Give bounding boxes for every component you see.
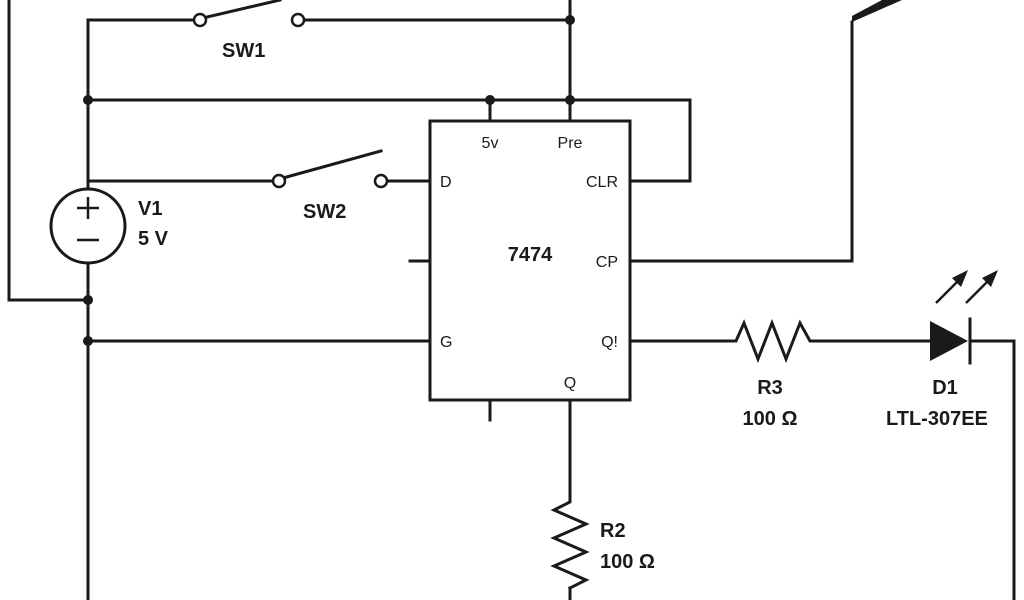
resistor-r2: R2 100 Ω xyxy=(550,492,655,591)
led-arrowhead-icon xyxy=(982,270,998,287)
resistor-r3-ref: R3 xyxy=(757,377,783,399)
wire-cp-corner xyxy=(852,0,902,22)
switch-sw2-lever xyxy=(281,149,383,180)
ic-pin-pre: Pre xyxy=(558,135,583,152)
junctions xyxy=(83,15,575,346)
resistor-r3-symbol xyxy=(720,318,820,364)
ic-7474: 7474 5v Pre D CLR CP G Q! Q xyxy=(428,119,632,402)
ic-part-number: 7474 xyxy=(508,244,553,266)
wires xyxy=(7,0,1016,600)
junction-dot xyxy=(485,95,495,105)
switch-sw1-contact-left xyxy=(192,12,208,28)
junction-dot xyxy=(83,336,93,346)
switch-sw2-label: SW2 xyxy=(303,201,346,223)
switch-sw2-contact-left xyxy=(271,173,287,189)
led-triangle xyxy=(930,321,968,361)
switch-sw2-contact-right xyxy=(373,173,389,189)
voltage-source-value: 5 V xyxy=(138,228,169,250)
ic-pin-qbar: Q! xyxy=(601,334,618,351)
junction-dot xyxy=(83,95,93,105)
resistor-r2-value: 100 Ω xyxy=(600,551,655,573)
led-ref: D1 xyxy=(932,377,958,399)
switch-sw2: SW2 xyxy=(271,149,389,223)
ic-pin-cp: CP xyxy=(596,254,618,271)
ic-pin-d: D xyxy=(440,174,452,191)
ic-pin-q: Q xyxy=(564,375,576,392)
resistor-r3-value: 100 Ω xyxy=(743,408,798,430)
voltage-source-ref: V1 xyxy=(138,198,162,220)
switch-sw1-lever xyxy=(201,0,282,20)
led-part: LTL-307EE xyxy=(886,408,988,430)
junction-dot xyxy=(565,15,575,25)
resistor-r2-symbol xyxy=(550,492,590,591)
switch-sw1: SW1 xyxy=(192,0,306,62)
ic-pin-vcc: 5v xyxy=(482,135,499,152)
voltage-source-v1: V1 5 V xyxy=(49,187,169,265)
switch-sw1-contact-right xyxy=(290,12,306,28)
junction-dot xyxy=(83,295,93,305)
led-arrowhead-icon xyxy=(952,270,968,287)
junction-dot xyxy=(565,95,575,105)
ic-pin-g: G xyxy=(440,334,452,351)
resistor-r2-ref: R2 xyxy=(600,520,626,542)
led-d1: D1 LTL-307EE xyxy=(886,270,998,430)
ic-pin-clr: CLR xyxy=(586,174,618,191)
voltage-source-circle xyxy=(49,187,127,265)
switch-sw1-label: SW1 xyxy=(222,40,265,62)
resistor-r3: R3 100 Ω xyxy=(720,318,820,430)
ic-body xyxy=(428,119,632,402)
